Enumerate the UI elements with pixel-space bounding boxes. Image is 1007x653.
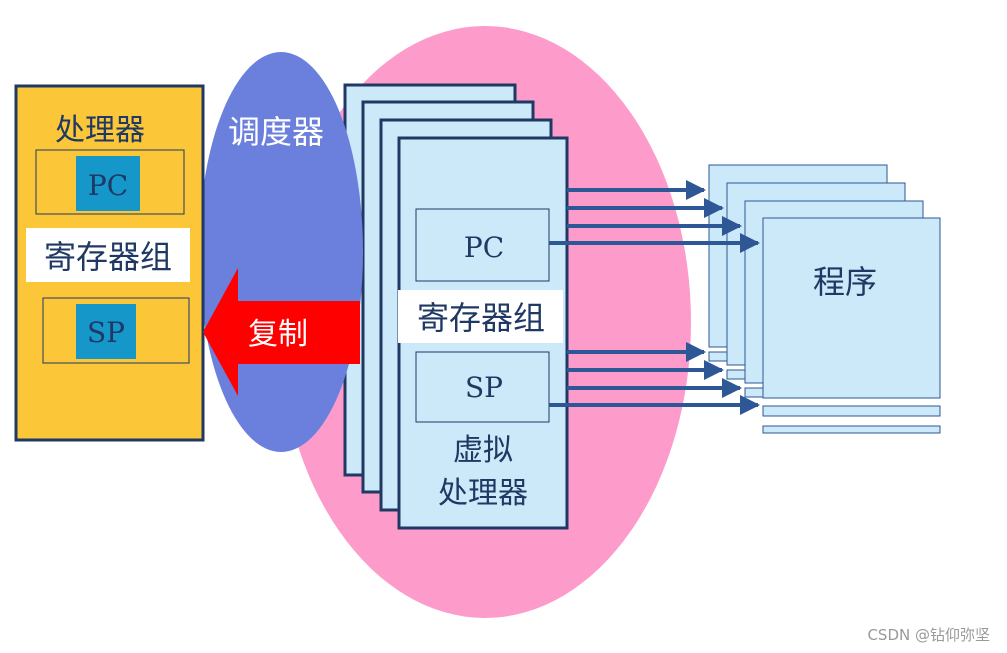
vp-register-group-box	[398, 290, 563, 343]
copy-arrow	[203, 268, 360, 396]
program-strip	[762, 405, 941, 417]
vp-pc-label: PC	[464, 231, 504, 264]
vp-label-line2: 处理器	[438, 476, 528, 511]
processor-register-group-box	[26, 228, 190, 282]
processor-pc-register	[76, 156, 140, 211]
watermark: CSDN @钻仰弥坚	[867, 626, 990, 644]
vp-sp-register	[415, 351, 550, 423]
processor-register-group-label: 寄存器组	[44, 238, 172, 276]
processor-title: 处理器	[55, 113, 145, 148]
program-card-front	[762, 217, 941, 399]
scheduler-ellipse	[199, 52, 363, 452]
vp-pc-register	[415, 208, 550, 282]
vp-label-line1: 虚拟	[453, 433, 513, 468]
mapping-arrows	[549, 180, 760, 415]
processor-sp-frame	[42, 297, 190, 364]
processor-block: 处理器 PC 寄存器组 SP	[14, 84, 205, 442]
scheduler-label: 调度器	[228, 113, 324, 151]
processor-sp-label: SP	[87, 316, 125, 349]
vp-sp-label: SP	[465, 371, 503, 404]
processor-pc-label: PC	[88, 169, 128, 202]
copy-label: 复制	[248, 317, 308, 352]
program-strip	[762, 425, 941, 434]
program-label: 程序	[813, 263, 877, 301]
virtual-processor-contents: PC 寄存器组 SP 虚拟 处理器	[398, 208, 563, 511]
processor-sp-register	[76, 304, 136, 359]
vp-register-group-label: 寄存器组	[417, 299, 545, 337]
processor-pc-frame	[35, 149, 185, 215]
program-stack: 程序	[708, 164, 941, 434]
